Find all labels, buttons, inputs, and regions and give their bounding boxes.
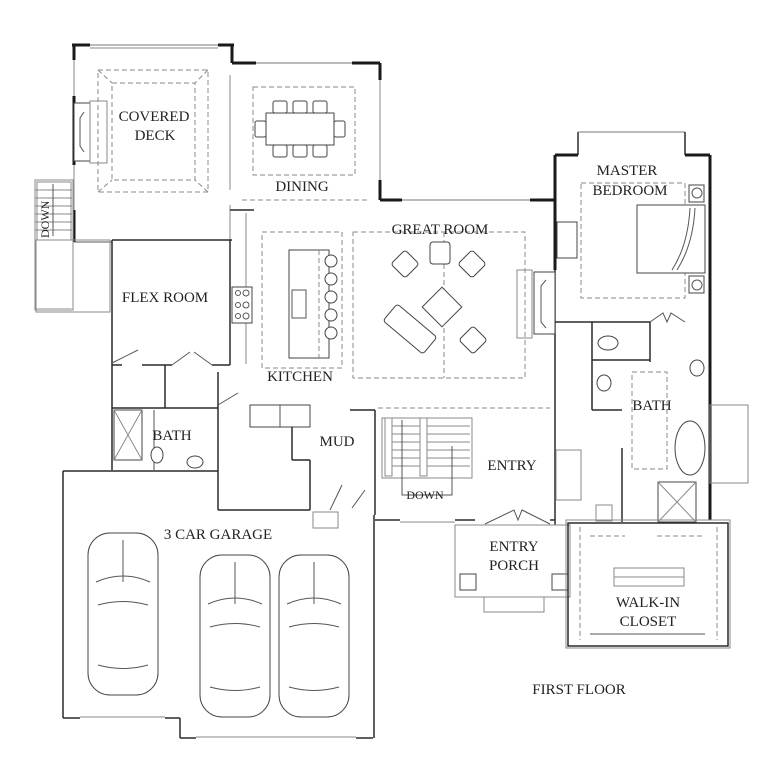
dining-room: DINING	[229, 61, 382, 201]
floor-title: FIRST FLOOR	[532, 682, 626, 698]
deck-stairs[interactable]: DOWN	[34, 179, 111, 313]
room-label-entry-porch-2: PORCH	[489, 558, 539, 574]
deck-stairs-label: DOWN	[38, 200, 52, 238]
room-label-flex-room: FLEX ROOM	[122, 290, 208, 306]
room-label-kitchen: KITCHEN	[267, 369, 333, 385]
covered-deck: COVERED DECK	[72, 43, 234, 243]
room-label-entry-porch: ENTRY	[489, 539, 538, 555]
bath-left: BATH	[112, 365, 239, 470]
room-label-bath-master: BATH	[632, 398, 671, 414]
room-label-mud: MUD	[319, 434, 354, 450]
room-label-garage: 3 CAR GARAGE	[164, 527, 272, 543]
room-label-master-bedroom: MASTER	[597, 163, 658, 179]
entry: ENTRY	[375, 410, 556, 525]
car-2	[199, 554, 271, 718]
room-label-master-bedroom-2: BEDROOM	[592, 183, 667, 199]
room-label-bath-left: BATH	[152, 428, 191, 444]
great-room-chairs	[383, 241, 487, 354]
garage: 3 CAR GARAGE	[62, 470, 375, 739]
room-label-covered-deck-2: DECK	[135, 128, 176, 144]
walk-in-closet: WALK-IN CLOSET	[565, 519, 731, 649]
master-bath: BATH	[555, 322, 749, 523]
room-label-walk-in-closet: WALK-IN	[616, 595, 680, 611]
room-label-covered-deck: COVERED	[119, 109, 190, 125]
car-3	[278, 554, 350, 718]
flex-room: FLEX ROOM	[111, 239, 232, 470]
mud-room: MUD	[217, 404, 376, 529]
great-room: GREAT ROOM	[352, 155, 557, 410]
room-label-walk-in-closet-2: CLOSET	[620, 614, 677, 630]
main-stairs-label: DOWN	[406, 488, 444, 502]
room-label-entry: ENTRY	[487, 458, 536, 474]
main-stairs[interactable]: DOWN	[378, 407, 550, 502]
entry-porch: ENTRY PORCH	[454, 524, 571, 613]
room-label-great-room: GREAT ROOM	[392, 222, 489, 238]
room-label-dining: DINING	[275, 179, 328, 195]
kitchen: KITCHEN	[229, 205, 343, 385]
car-1	[87, 532, 159, 696]
